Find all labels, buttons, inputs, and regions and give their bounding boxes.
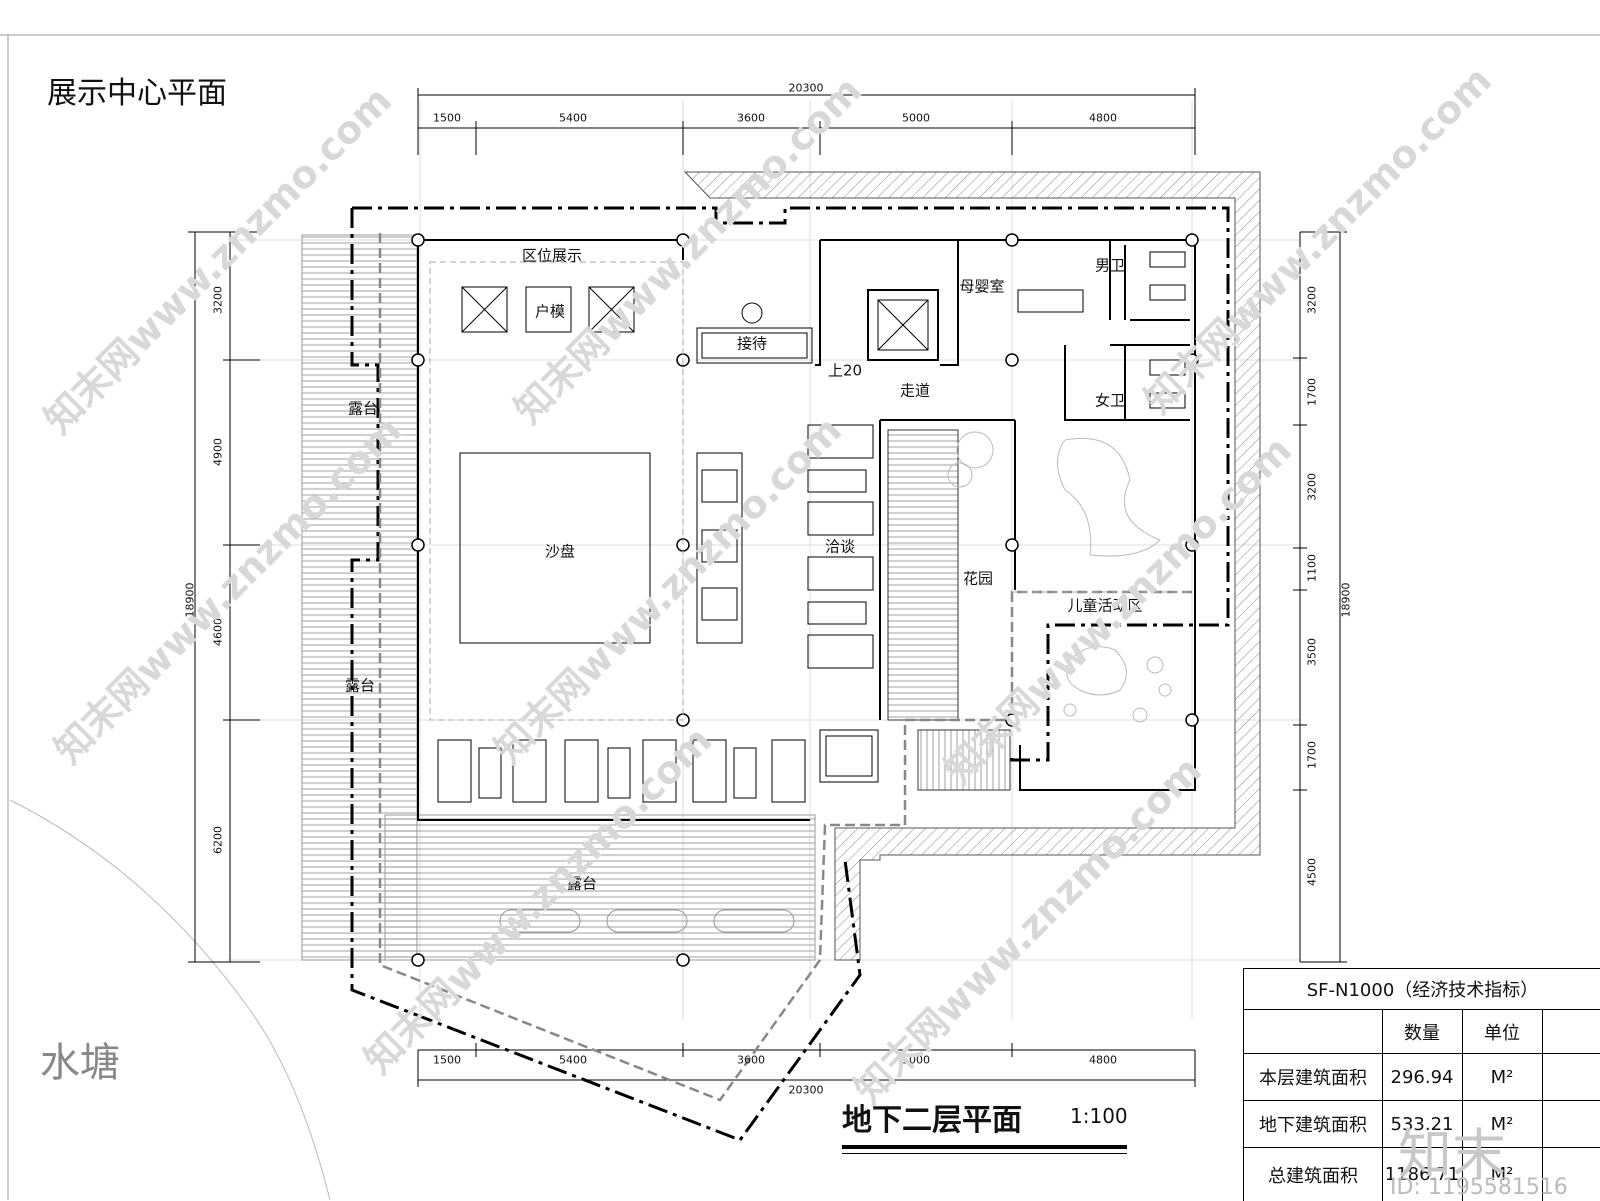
- room-women-wc: 女卫: [1094, 391, 1126, 410]
- stair-up-label: 上20: [827, 361, 863, 380]
- dim-bottom-total: 20300: [788, 1083, 824, 1097]
- indicator-row: 地下建筑面积 533.21 M²: [1244, 1101, 1600, 1148]
- row-label: 地下建筑面积: [1259, 1115, 1367, 1136]
- row-label: 本层建筑面积: [1259, 1068, 1367, 1089]
- dim-left-3: 4600: [211, 618, 225, 646]
- page-title: 展示中心平面: [47, 76, 227, 111]
- dim-bottom-3: 3600: [737, 1053, 765, 1067]
- row-value: 296.94: [1390, 1066, 1454, 1088]
- room-mother-baby: 母婴室: [959, 277, 1005, 296]
- dim-top-4: 5000: [902, 111, 930, 125]
- dim-left-4: 6200: [211, 826, 225, 854]
- dim-bottom-2: 5400: [559, 1053, 587, 1067]
- drawing-scale: 1:100: [1070, 1104, 1128, 1128]
- col-unit: 单位: [1484, 1022, 1520, 1044]
- dim-left-total: 18900: [183, 582, 197, 618]
- dim-left-1: 3200: [211, 286, 225, 314]
- room-district-display: 区位展示: [521, 246, 583, 265]
- table-divider: [1542, 1010, 1543, 1201]
- col-quantity: 数量: [1404, 1022, 1440, 1044]
- watermark-id: ID: 1195581516: [1390, 1175, 1568, 1200]
- dim-top-3: 3600: [737, 111, 765, 125]
- indicator-title-row: SF-N1000（经济技术指标）: [1244, 969, 1600, 1010]
- indicator-header-row: 数量 单位: [1244, 1010, 1600, 1054]
- room-men-wc: 男卫: [1094, 256, 1126, 275]
- title-underline: [842, 1145, 1127, 1149]
- indicator-table: SF-N1000（经济技术指标） 数量 单位 本层建筑面积 296.94 M² …: [1243, 968, 1600, 1201]
- row-label: 总建筑面积: [1268, 1165, 1358, 1187]
- dim-right-1: 3200: [1305, 286, 1319, 314]
- pond-label: 水塘: [40, 1040, 120, 1086]
- dim-bottom-1: 1500: [433, 1053, 461, 1067]
- dim-left-2: 4900: [211, 438, 225, 466]
- room-kids-area: 儿童活动区: [1067, 596, 1143, 615]
- dim-right-5: 3500: [1305, 638, 1319, 666]
- dim-right-7: 4500: [1305, 858, 1319, 886]
- dim-right-6: 1700: [1305, 741, 1319, 769]
- row-unit: M²: [1490, 1164, 1514, 1185]
- room-terrace-mid: 露台: [344, 676, 376, 695]
- room-sand-table: 沙盘: [544, 542, 576, 561]
- room-terrace-bottom: 露台: [566, 874, 598, 893]
- row-unit: M²: [1490, 1066, 1514, 1088]
- watermark-logo: 知末: [1398, 1123, 1506, 1186]
- dim-top-2: 5400: [559, 111, 587, 125]
- dim-top-total: 20300: [788, 81, 824, 95]
- indicator-title: SF-N1000（经济技术指标）: [1306, 980, 1539, 1001]
- row-value: 533.21: [1390, 1113, 1454, 1135]
- table-divider: [1462, 1010, 1463, 1201]
- room-model: 户模: [534, 302, 566, 321]
- dim-top-1: 1500: [433, 111, 461, 125]
- dim-bottom-5: 4800: [1089, 1053, 1117, 1067]
- table-divider: [1382, 1010, 1383, 1201]
- dim-right-2: 1700: [1305, 378, 1319, 406]
- dim-right-4: 1100: [1305, 554, 1319, 582]
- dim-right-total: 18900: [1339, 582, 1353, 618]
- dim-bottom-4: 5000: [902, 1053, 930, 1067]
- room-reception: 接待: [736, 334, 768, 353]
- row-value: 1186.71: [1384, 1164, 1460, 1185]
- title-underline-thin: [842, 1153, 1127, 1154]
- row-unit: M²: [1490, 1113, 1514, 1135]
- room-garden: 花园: [962, 569, 994, 588]
- dim-right-3: 3200: [1305, 473, 1319, 501]
- room-terrace-top: 露台: [347, 399, 379, 418]
- indicator-row: 总建筑面积 1186.71 M²: [1244, 1148, 1600, 1201]
- drawing-title: 地下二层平面: [842, 1103, 1022, 1138]
- room-corridor: 走道: [899, 381, 931, 400]
- room-negotiation: 洽谈: [824, 537, 856, 556]
- indicator-row: 本层建筑面积 296.94 M²: [1244, 1054, 1600, 1101]
- dim-top-5: 4800: [1089, 111, 1117, 125]
